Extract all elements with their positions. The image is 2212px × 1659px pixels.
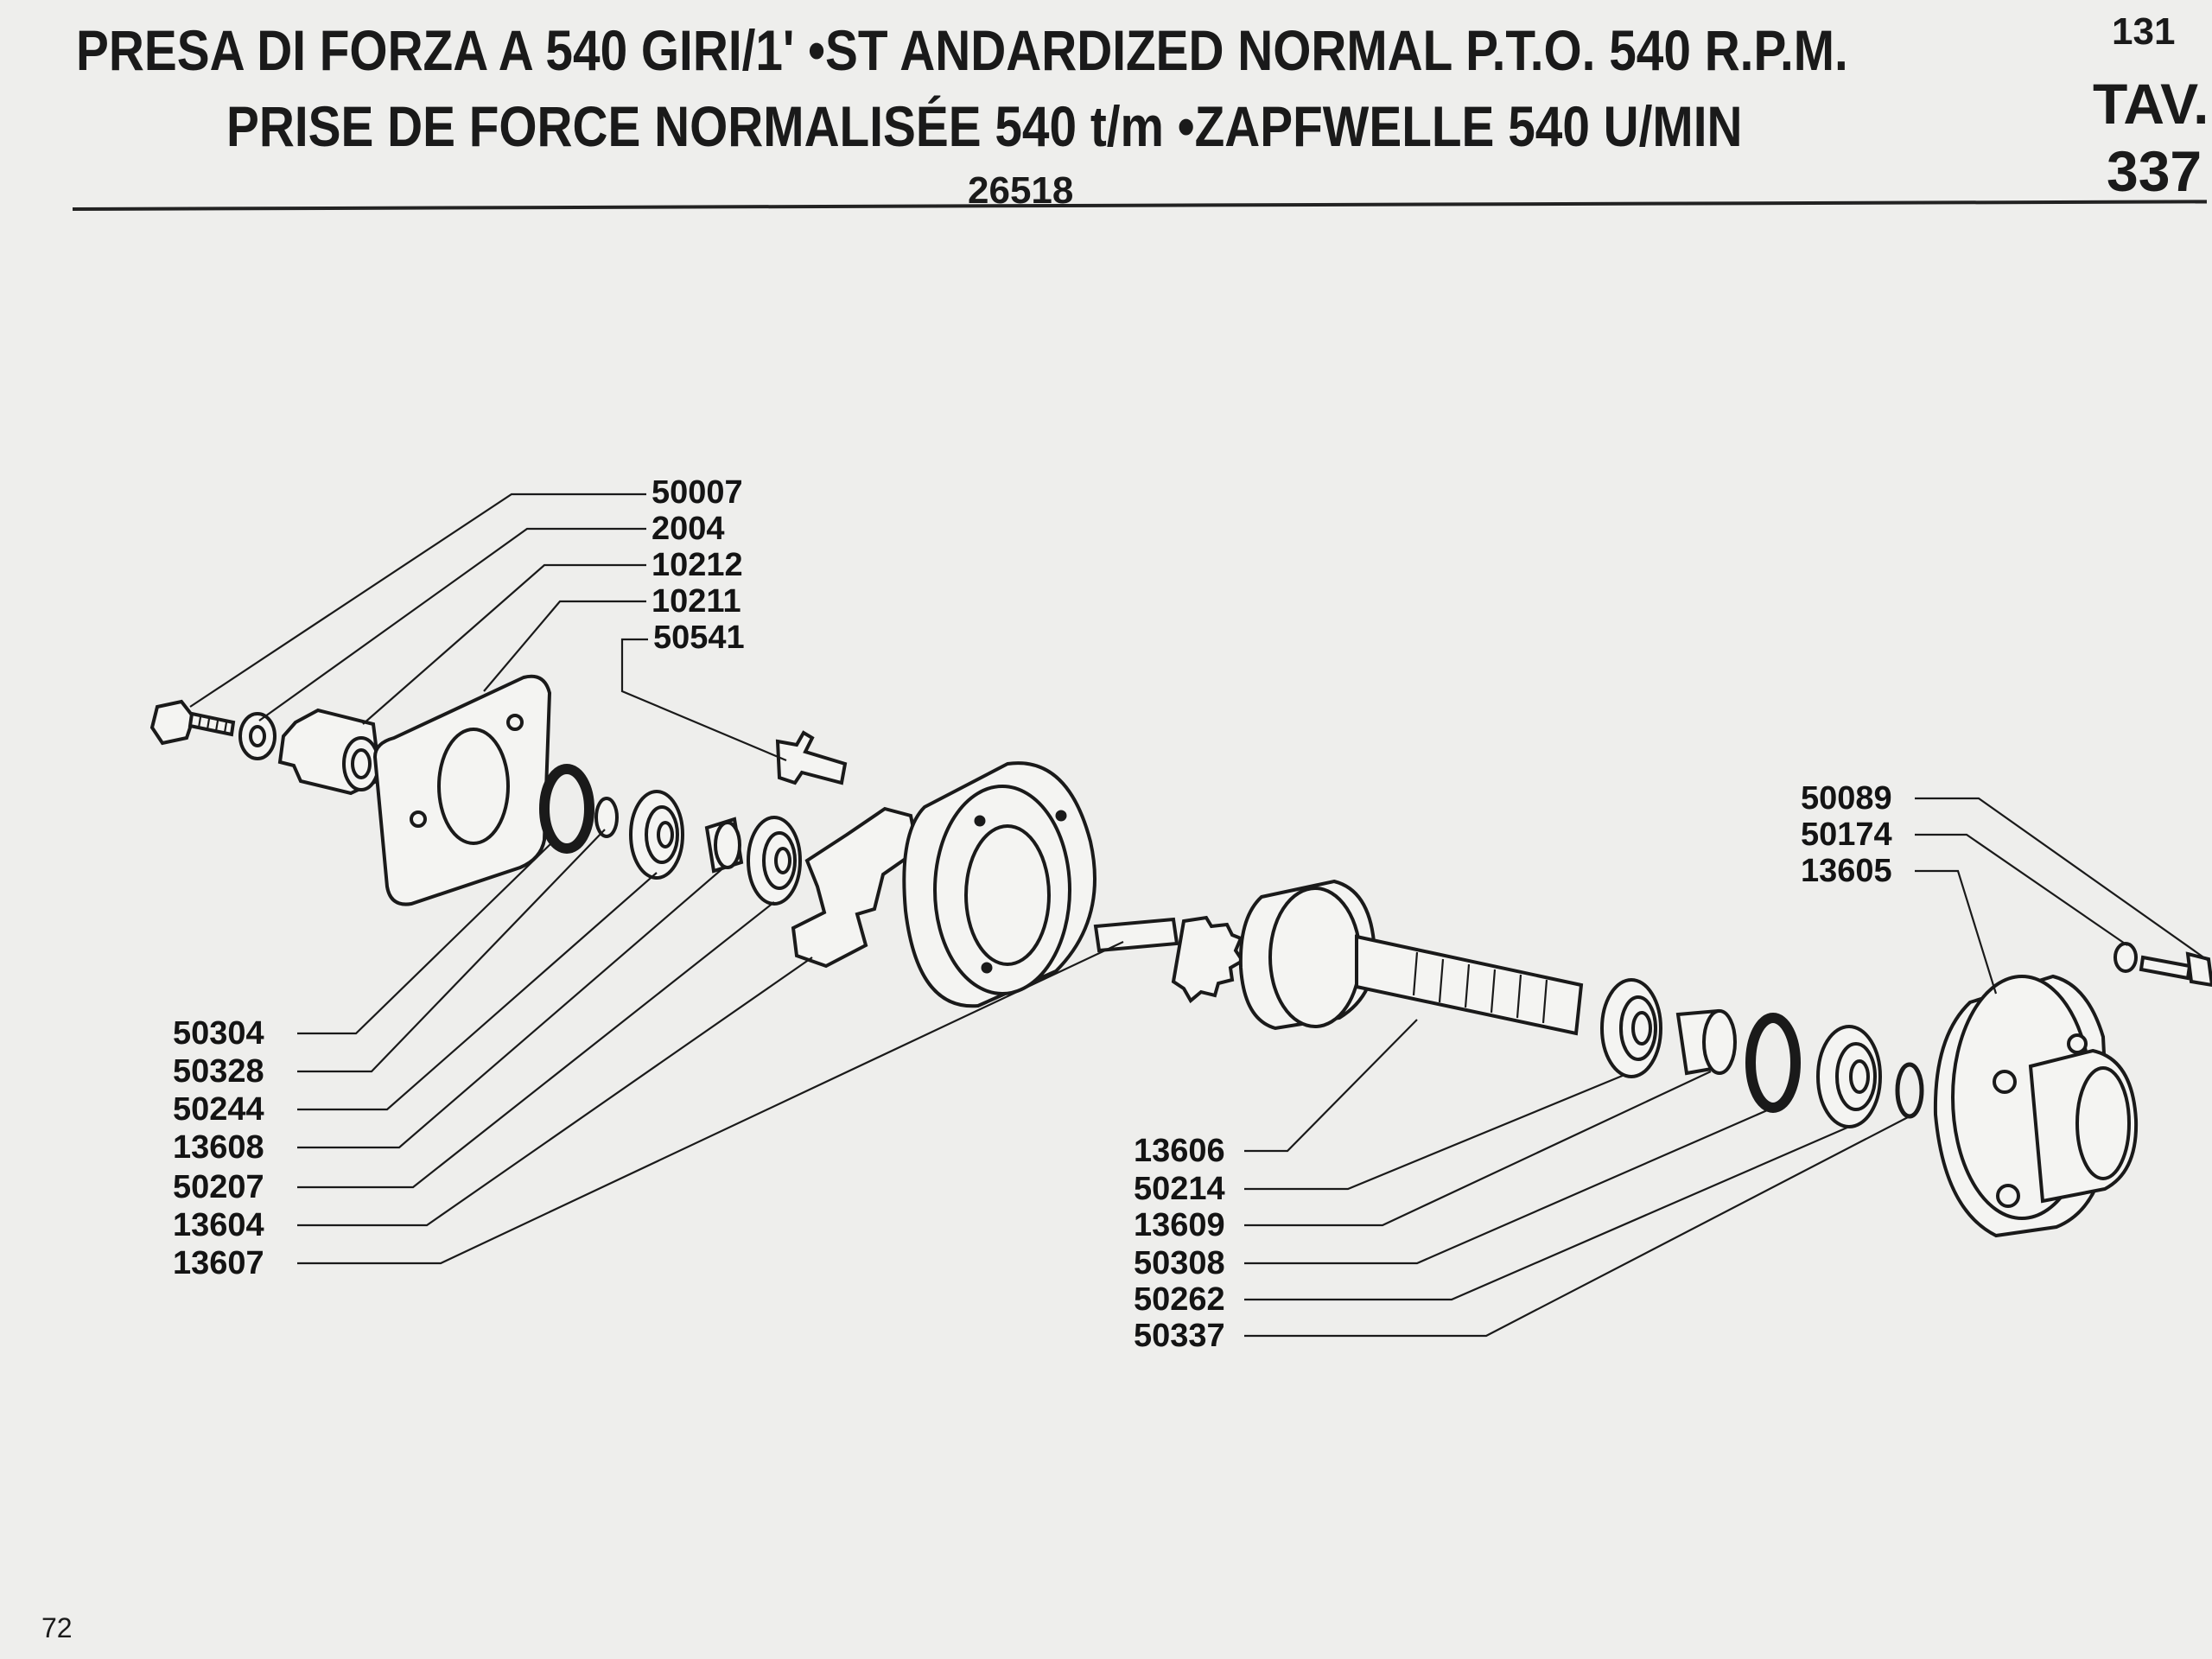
clutch-drum-part — [902, 761, 1096, 1008]
part-label: 50174 — [1801, 817, 1892, 853]
part-label: 50337 — [1134, 1318, 1225, 1354]
part-label: 50214 — [1134, 1171, 1225, 1207]
bearing-part — [629, 790, 684, 880]
labels-bottom-right: 13606 50214 13609 50308 50262 50337 — [1134, 1133, 1225, 1354]
part-label: 50304 — [173, 1015, 264, 1052]
part-label: 50262 — [1134, 1281, 1225, 1318]
part-label: 13609 — [1134, 1207, 1225, 1243]
pinion-part — [1093, 915, 1245, 1004]
part-label: 10211 — [652, 583, 741, 620]
bearing-part-4 — [1816, 1025, 1882, 1128]
part-label: 10212 — [652, 547, 743, 583]
grease-nipple-part — [775, 730, 848, 785]
title-line-1: PRESA DI FORZA A 540 GIRI/1' •ST ANDARDI… — [76, 18, 1848, 82]
bolt-part-2 — [2113, 942, 2212, 988]
part-label: 13605 — [1801, 853, 1892, 889]
part-label: 13604 — [173, 1207, 264, 1243]
tav-number: 337 — [2107, 139, 2202, 203]
circlip-part-3 — [1895, 1062, 1924, 1119]
part-label: 13608 — [173, 1129, 264, 1166]
part-label: 50328 — [173, 1053, 264, 1090]
tav-label: TAV. — [2093, 72, 2209, 136]
labels-bottom-left: 50304 50328 50244 13608 50207 13604 1360… — [173, 1015, 264, 1281]
bolt-part — [149, 699, 236, 746]
page-number-top: 131 — [2112, 10, 2176, 53]
part-label: 50244 — [173, 1091, 264, 1128]
part-label: 2004 — [652, 511, 725, 547]
bearing-part-3 — [1600, 978, 1662, 1078]
labels-top-left: 50007 2004 10212 10211 50541 — [652, 474, 745, 656]
part-label: 13606 — [1134, 1133, 1225, 1169]
main-shaft-part — [1238, 879, 1584, 1036]
labels-right-upper: 50089 50174 13605 — [1801, 780, 1892, 889]
flange-plate-part — [372, 674, 552, 906]
cover-part — [1933, 974, 2139, 1238]
bush-part-2 — [1675, 1008, 1737, 1076]
title-line-2: PRISE DE FORCE NORMALISÉE 540 t/m •ZAPFW… — [226, 94, 1743, 158]
circlip-part — [539, 764, 619, 854]
part-label: 50541 — [653, 620, 745, 656]
part-label: 50207 — [173, 1169, 264, 1205]
bush-part — [704, 817, 744, 874]
part-label: 50089 — [1801, 780, 1892, 817]
part-label: 50308 — [1134, 1245, 1225, 1281]
part-label: 50007 — [652, 474, 743, 511]
bearing-part-2 — [747, 816, 802, 906]
circlip-part-2 — [1745, 1013, 1801, 1113]
part-label: 13607 — [173, 1245, 264, 1281]
coupler-part — [277, 708, 383, 796]
shift-fork-part — [791, 806, 920, 969]
page-number-footer: 72 — [41, 1612, 73, 1643]
washer-part — [238, 712, 276, 760]
